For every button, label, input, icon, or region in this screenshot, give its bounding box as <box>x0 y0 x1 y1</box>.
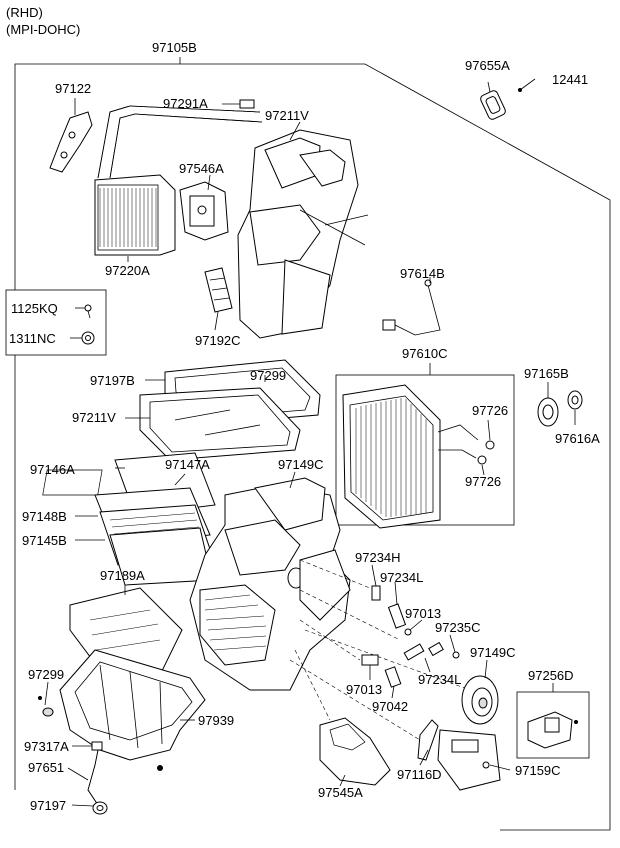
expansion-valve-seal <box>537 390 583 427</box>
label-97234L-b: 97234L <box>418 672 461 687</box>
label-97235C: 97235C <box>435 620 481 635</box>
heater-case-upper <box>237 129 369 339</box>
label-97149C-bot: 97149C <box>470 645 516 660</box>
label-97105B: 97105B <box>152 40 197 55</box>
heater-pipes <box>97 99 263 179</box>
drain-hose <box>87 741 103 806</box>
o-ring-upper <box>485 440 495 450</box>
label-97211V-mid: 97211V <box>72 410 116 425</box>
label-97197-bot: 97197 <box>30 798 66 813</box>
blower-motor <box>461 675 499 725</box>
label-97149C-top: 97149C <box>278 457 324 472</box>
mode-cam <box>204 267 233 313</box>
actuator-bracket <box>437 729 501 791</box>
label-97116D: 97116D <box>397 767 442 782</box>
label-97146A: 97146A <box>30 462 75 477</box>
label-97220A: 97220A <box>105 263 150 278</box>
heater-case-lower <box>189 477 351 691</box>
label-97291A: 97291A <box>163 96 208 111</box>
label-97159C: 97159C <box>515 763 561 778</box>
label-97939: 97939 <box>198 713 234 728</box>
label-97189A: 97189A <box>100 568 145 583</box>
pipe-bracket <box>49 111 93 173</box>
label-97616A: 97616A <box>555 431 600 446</box>
label-97655A: 97655A <box>465 58 510 73</box>
blower-resistor <box>527 711 578 749</box>
case-gasket <box>139 359 321 461</box>
door-assembly <box>42 452 216 586</box>
label-1311NC: 1311NC <box>9 331 56 346</box>
label-97013-b: 97013 <box>346 682 382 697</box>
leader-lines <box>44 78 576 807</box>
label-97545A: 97545A <box>318 785 363 800</box>
link-rod <box>417 719 439 761</box>
label-97148B: 97148B <box>22 509 67 524</box>
header-rhd: (RHD) <box>6 5 43 20</box>
label-97197B: 97197B <box>90 373 135 388</box>
heater-core <box>94 174 176 256</box>
label-97211V-top: 97211V <box>265 108 309 123</box>
label-97145B: 97145B <box>22 533 67 548</box>
label-97317A: 97317A <box>24 739 69 754</box>
evaporator-inset-box <box>335 374 515 526</box>
label-97726-b: 97726 <box>465 474 501 489</box>
label-97192C: 97192C <box>195 333 241 348</box>
label-97234L-a: 97234L <box>380 570 423 585</box>
label-97042: 97042 <box>372 699 408 714</box>
label-97299-bot: 97299 <box>28 667 64 682</box>
screw-bottom <box>157 765 163 771</box>
label-97256D: 97256D <box>528 668 574 683</box>
link-levers <box>361 585 460 688</box>
label-97165B: 97165B <box>524 366 569 381</box>
duct-cover <box>319 717 391 786</box>
bolt-1125kq <box>84 304 92 319</box>
assembly-outline <box>14 57 611 831</box>
label-97013-a: 97013 <box>405 606 441 621</box>
label-97147A: 97147A <box>165 457 210 472</box>
label-12441: 12441 <box>552 72 588 87</box>
lower-case <box>59 649 206 761</box>
grommet <box>480 88 522 120</box>
header-engine: (MPI-DOHC) <box>6 22 80 37</box>
label-97234H: 97234H <box>355 550 401 565</box>
mode-actuator <box>179 181 229 241</box>
label-97610C: 97610C <box>402 346 448 361</box>
temp-sensor <box>382 279 441 336</box>
label-97546A: 97546A <box>179 161 224 176</box>
nut-1311nc <box>81 331 95 345</box>
dashed-leaders <box>289 559 471 741</box>
label-97122: 97122 <box>55 81 91 96</box>
label-97726-a: 97726 <box>472 403 508 418</box>
label-97651: 97651 <box>28 760 64 775</box>
label-97299-top: 97299 <box>250 368 286 383</box>
gasket-97299-small <box>38 696 54 717</box>
o-ring-lower <box>477 455 487 465</box>
fastener-inset-box <box>5 289 107 356</box>
label-1125KQ: 1125KQ <box>11 301 58 316</box>
evaporator-core <box>342 384 479 529</box>
label-97614B: 97614B <box>400 266 445 281</box>
drain-seal <box>92 801 108 815</box>
